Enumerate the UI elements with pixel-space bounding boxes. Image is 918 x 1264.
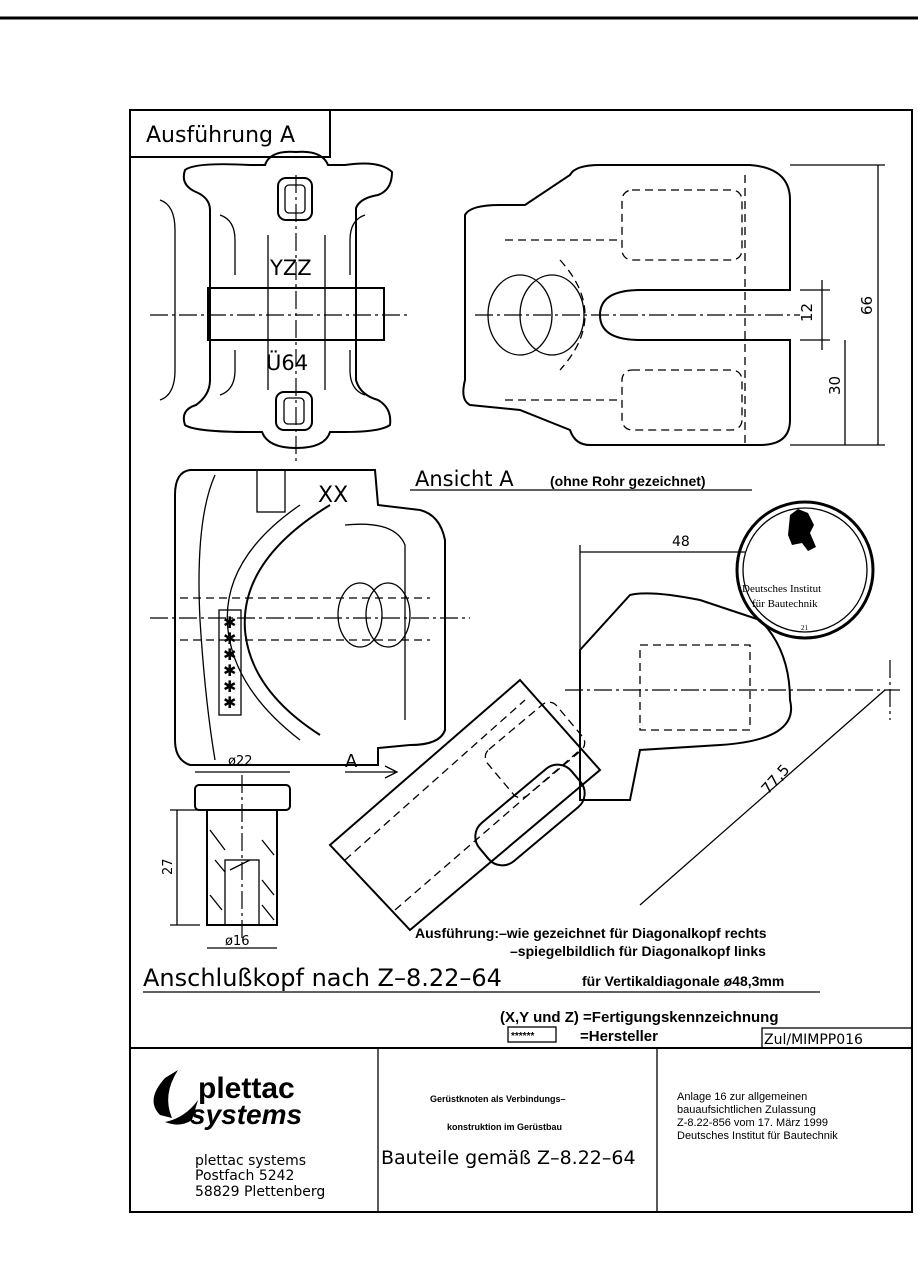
diagonal-head: 48 77,5 (328, 534, 900, 932)
svg-text:✱: ✱ (223, 629, 236, 648)
main-title: Anschlußkopf nach Z–8.22–64 (143, 964, 502, 992)
main-title-suffix: für Vertikaldiagonale ø48,3mm (582, 973, 784, 989)
side-view-casting: 66 12 30 (462, 164, 885, 446)
subject-line-1: Gerüstknoten als Verbindungs– (430, 1094, 566, 1104)
dim-bore-diameter: ø16 (225, 934, 250, 949)
bear-icon (788, 509, 816, 551)
view-note: (ohne Rohr gezeichnet) (550, 473, 706, 489)
plettac-logo: plettac systems (153, 1070, 302, 1130)
dim-48: 48 (672, 534, 690, 550)
legend-box-stars: ****** (511, 1031, 534, 1042)
legend-manufacturer: =Hersteller (580, 1028, 658, 1045)
svg-text:58829 Plettenberg: 58829 Plettenberg (195, 1184, 325, 1200)
svg-text:✱: ✱ (223, 645, 236, 664)
logo-text-plettac: plettac (198, 1072, 295, 1105)
address: plettac systems Postfach 5242 58829 Plet… (195, 1153, 325, 1200)
marking-yzz: YZZ (269, 256, 312, 280)
variant-label-box: Ausführung A (130, 110, 331, 158)
dim-pin-length: 27 (161, 858, 176, 875)
dim-pin-diameter: ø22 (228, 754, 253, 769)
svg-text:bauaufsichtlichen Zulassung: bauaufsichtlichen Zulassung (677, 1104, 816, 1116)
svg-text:Postfach 5242: Postfach 5242 (195, 1168, 294, 1184)
drawing-frame (129, 109, 913, 1213)
drawing-number: Zul/MIMPP016 (764, 1032, 863, 1048)
marking-u64: Ü64 (266, 350, 308, 375)
dim-77-5: 77,5 (758, 761, 794, 798)
dibt-stamp: Deutsches Institut für Bautechnik 21 (735, 500, 875, 640)
svg-text:Deutsches Institut für Bautech: Deutsches Institut für Bautechnik (677, 1130, 838, 1142)
subject-line-3: Bauteile gemäß Z–8.22–64 (381, 1147, 636, 1169)
manufacturer-stars: ✱ ✱ ✱ ✱ ✱ ✱ (223, 613, 236, 712)
svg-text:plettac systems: plettac systems (195, 1153, 306, 1169)
top-view-casting: YZZ Ü64 (150, 150, 410, 462)
svg-text:✱: ✱ (223, 613, 236, 632)
approval-text: Anlage 16 zur allgemeinen bauaufsichtlic… (677, 1091, 838, 1142)
stamp-line-1: Deutsches Institut (742, 583, 821, 595)
dim-30: 30 (826, 376, 844, 395)
svg-text:✱: ✱ (223, 677, 236, 696)
stamp-number: 21 (801, 624, 809, 632)
dim-66: 66 (858, 296, 876, 315)
execution-note-2: –spiegelbildlich für Diagonalkopf links (510, 943, 766, 959)
subject-line-2: konstruktion im Gerüstbau (447, 1122, 562, 1132)
logo-text-systems: systems (190, 1099, 302, 1130)
svg-text:✱: ✱ (223, 693, 236, 712)
variant-label: Ausführung A (146, 123, 295, 148)
marking-xx: XX (318, 483, 348, 508)
dim-12: 12 (798, 303, 816, 322)
svg-text:Z-8.22-856 vom 17. März 1999: Z-8.22-856 vom 17. März 1999 (677, 1117, 828, 1129)
stamp-line-2: für Bautechnik (752, 598, 818, 610)
svg-text:✱: ✱ (223, 661, 236, 680)
view-arrow-label: A (345, 751, 358, 772)
legend-marking: (X,Y und Z) =Fertigungskennzeichnung (500, 1009, 778, 1026)
svg-text:Anlage 16 zur allgemeinen: Anlage 16 zur allgemeinen (677, 1091, 807, 1103)
execution-note-1: Ausführung:–wie gezeichnet für Diagonalk… (415, 925, 767, 941)
view-a-casting: XX ✱ ✱ ✱ ✱ ✱ ✱ A (150, 469, 470, 779)
pin-detail: ø22 27 ø16 (161, 754, 291, 949)
view-label: Ansicht A (415, 467, 514, 491)
